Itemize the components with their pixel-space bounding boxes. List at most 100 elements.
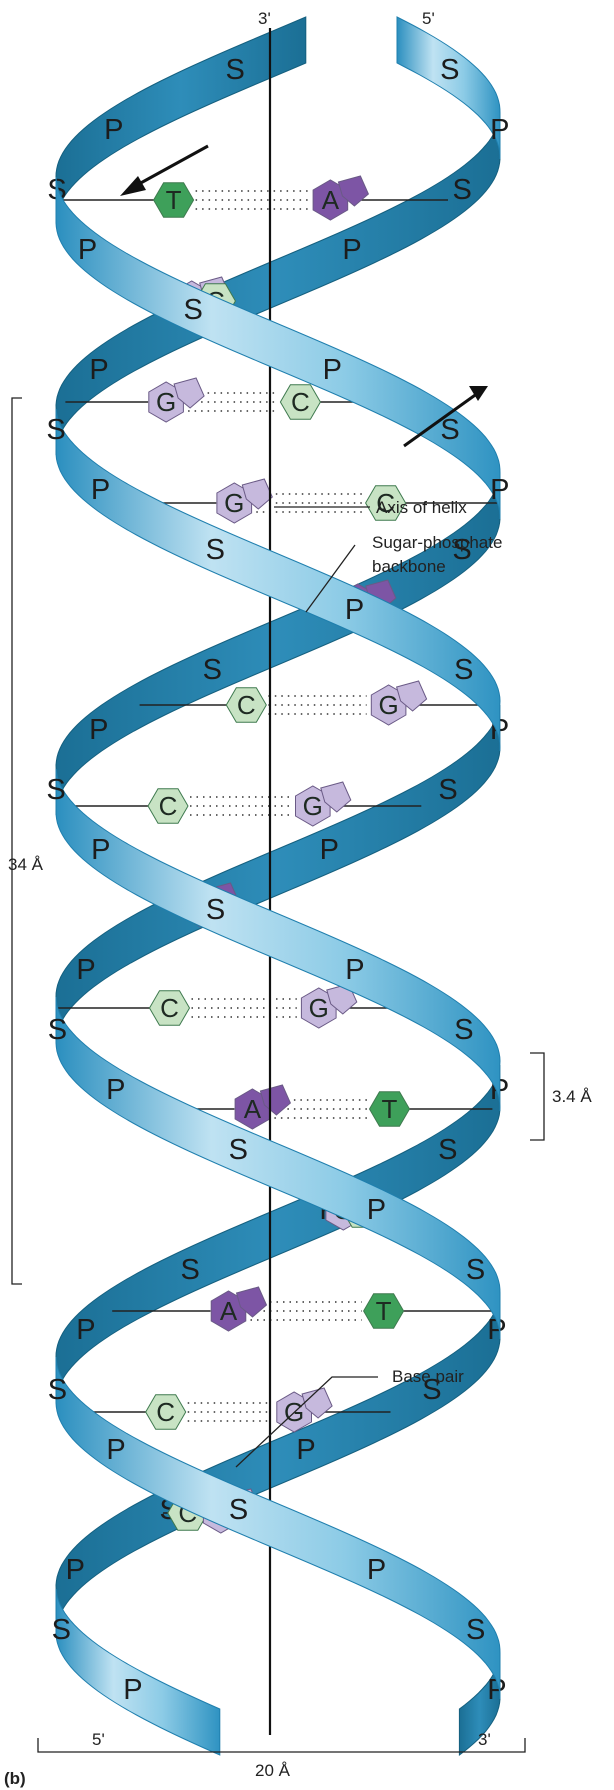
sugar-label: S xyxy=(440,414,459,446)
pitch-bracket xyxy=(11,397,22,1285)
phosphate-label: P xyxy=(487,1674,506,1706)
phosphate-label: P xyxy=(106,1434,125,1466)
width-label: 20 Å xyxy=(255,1761,291,1780)
phosphate-label: P xyxy=(89,714,108,746)
phosphate-label: P xyxy=(490,114,509,146)
base-C-label: C xyxy=(376,488,395,518)
strand-2-ribbon-segment-3 xyxy=(55,768,501,1112)
arrow-up-right-icon xyxy=(403,386,488,448)
sugar-label: S xyxy=(229,1134,248,1166)
sugar-label: S xyxy=(438,1134,457,1166)
base-A-label: A xyxy=(220,1296,238,1326)
annotations-layer: 3' 5' 5' 3' Axis of helix Sugar-phosphat… xyxy=(4,9,592,1788)
arrow-down-left-icon xyxy=(120,144,209,196)
strand-1-ribbon-segment-0 xyxy=(396,16,501,160)
sugar-label: S xyxy=(181,1254,200,1286)
base-A-label: A xyxy=(322,185,340,215)
strand-1-ribbon-segment-4 xyxy=(55,996,501,1340)
width-bracket xyxy=(37,1738,526,1753)
strand-2-ribbon-segment-5 xyxy=(55,1356,501,1700)
base-C-label: C xyxy=(237,690,256,720)
backbone-label-line1: Sugar-phosphate xyxy=(372,533,502,552)
sugar-label: S xyxy=(206,894,225,926)
phosphate-label: P xyxy=(76,954,95,986)
phosphate-label: P xyxy=(367,1554,386,1586)
phosphate-label: P xyxy=(367,1194,386,1226)
phosphate-label: P xyxy=(342,234,361,266)
phosphate-label: P xyxy=(320,834,339,866)
base-C-label: C xyxy=(159,791,178,821)
sugar-label: S xyxy=(454,1014,473,1046)
base-A-label: A xyxy=(244,1094,262,1124)
phosphate-label: P xyxy=(323,354,342,386)
phosphate-label: P xyxy=(123,1674,142,1706)
sugar-label: S xyxy=(226,54,245,86)
base-T-label: T xyxy=(376,1296,392,1326)
strand-1-ribbon-segment-2 xyxy=(55,408,501,752)
base-pair-annotation-leader xyxy=(235,1376,378,1468)
phosphate-label: P xyxy=(66,1554,85,1586)
panel-label: (b) xyxy=(4,1769,26,1788)
sugar-label: S xyxy=(454,654,473,686)
sugar-label: S xyxy=(203,654,222,686)
phosphate-label: P xyxy=(490,474,509,506)
base-C-label: C xyxy=(156,1397,175,1427)
phosphate-label: P xyxy=(78,234,97,266)
base-T-label: T xyxy=(382,1094,398,1124)
base-C-label: C xyxy=(291,387,310,417)
axis-of-helix-label: Axis of helix xyxy=(376,498,467,517)
base-T-label: T xyxy=(166,185,182,215)
sugar-label: S xyxy=(453,174,472,206)
end-label-top-5prime: 5' xyxy=(422,9,435,28)
base-G-label: G xyxy=(378,690,398,720)
sugar-label: S xyxy=(452,534,471,566)
base-G-label: G xyxy=(224,488,244,518)
end-label-bottom-5prime: 5' xyxy=(92,1730,105,1749)
rise-label: 3.4 Å xyxy=(552,1087,592,1106)
sugar-label: S xyxy=(48,1374,67,1406)
strand-1-ribbon-segment-6 xyxy=(55,1588,221,1756)
base-G-label: G xyxy=(156,387,176,417)
sugar-label: S xyxy=(440,54,459,86)
phosphate-label: P xyxy=(104,114,123,146)
phosphate-label: P xyxy=(345,954,364,986)
phosphate-label: P xyxy=(296,1434,315,1466)
phosphate-label: P xyxy=(106,1074,125,1106)
sugar-label: S xyxy=(438,774,457,806)
sugar-label: S xyxy=(52,1614,71,1646)
backbone-label-line2: backbone xyxy=(372,557,446,576)
phosphate-label: P xyxy=(345,594,364,626)
phosphate-label: P xyxy=(91,474,110,506)
pitch-label: 34 Å xyxy=(8,855,44,874)
base-G-label: G xyxy=(303,791,323,821)
phosphate-label: P xyxy=(487,1314,506,1346)
base-G-label: G xyxy=(309,993,329,1023)
strand-2-ribbon-segment-1 xyxy=(55,176,501,520)
phosphate-label: P xyxy=(76,1314,95,1346)
base-C-label: C xyxy=(160,993,179,1023)
sugar-label: S xyxy=(229,1494,248,1526)
sugar-label: S xyxy=(46,414,65,446)
end-label-bottom-3prime: 3' xyxy=(478,1730,491,1749)
backbone-annotation-leader xyxy=(305,544,356,613)
phosphate-label: P xyxy=(91,834,110,866)
sugar-label: S xyxy=(206,534,225,566)
sugar-label: S xyxy=(48,1014,67,1046)
sugar-label: S xyxy=(184,294,203,326)
sugar-label: S xyxy=(422,1374,441,1406)
sugar-label: S xyxy=(466,1614,485,1646)
phosphate-label: P xyxy=(89,354,108,386)
rise-bracket xyxy=(530,1052,545,1141)
end-label-top-3prime: 3' xyxy=(258,9,271,28)
sugar-label: S xyxy=(466,1254,485,1286)
sugar-label: S xyxy=(46,774,65,806)
